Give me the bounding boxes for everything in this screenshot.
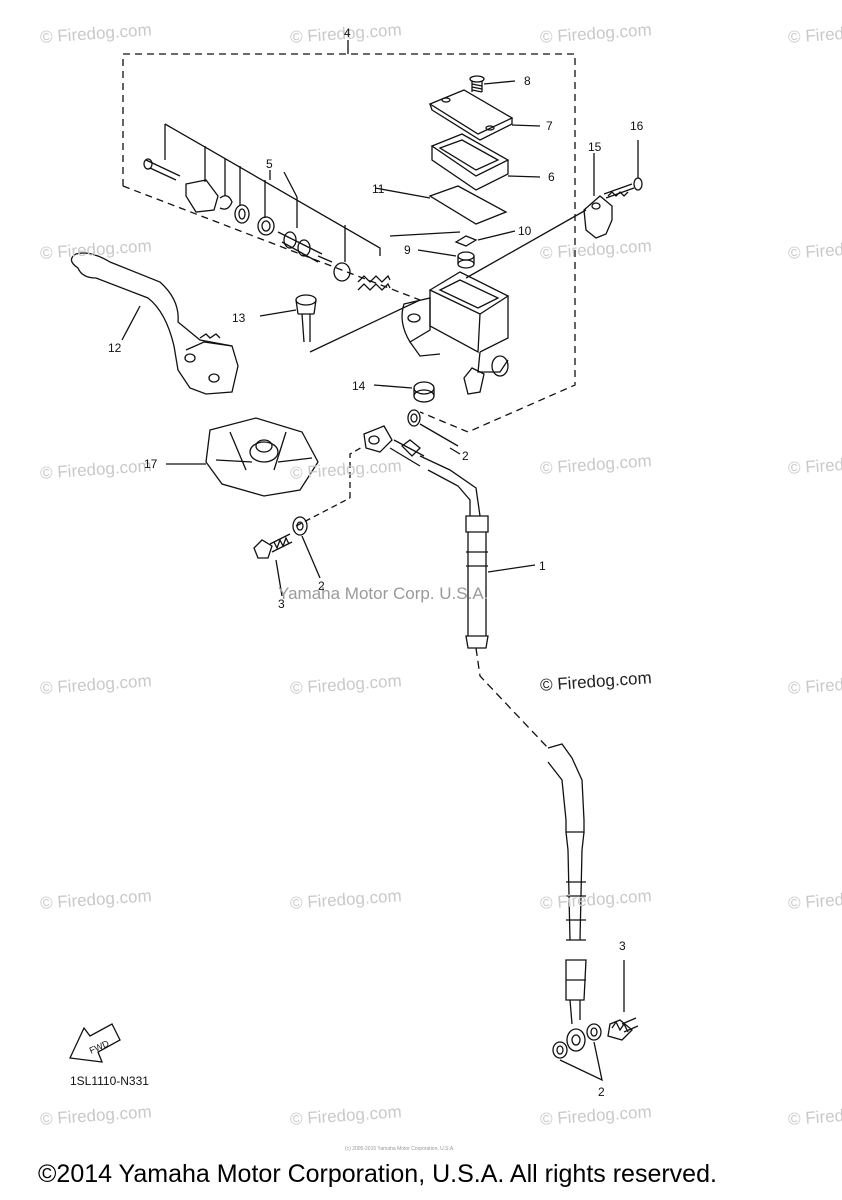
reservoir-cap (428, 89, 541, 141)
gasket-washer-upper (407, 409, 459, 447)
part-label-8: 8 (524, 74, 531, 88)
part-label-13: 13 (232, 311, 246, 325)
diaphragm (430, 133, 541, 191)
part-label-2: 2 (318, 579, 325, 593)
protector (454, 230, 516, 247)
bracket-bolt (603, 140, 643, 199)
brake-lever (70, 252, 239, 395)
collar (373, 381, 435, 403)
diaphragm-plate (374, 185, 508, 225)
brake-hose (295, 425, 587, 1052)
part-label-5: 5 (266, 157, 273, 171)
copyright-notice: ©2014 Yamaha Motor Corporation, U.S.A. A… (38, 1160, 717, 1188)
tiny-notice: (c) 2005-2015 Yamaha Motor Corporation, … (345, 1146, 455, 1152)
part-label-11: 11 (372, 182, 385, 196)
part-label-3: 3 (619, 939, 626, 953)
master-cylinder-body (401, 271, 510, 395)
piston-kit (143, 123, 391, 291)
lever-cover (166, 417, 319, 497)
part-label-2: 2 (598, 1085, 605, 1099)
pivot-bolt (259, 294, 421, 353)
part-label-6: 6 (548, 170, 555, 184)
part-label-10: 10 (518, 224, 532, 238)
union-bolt-upper (253, 533, 293, 597)
union-bolt-lower (607, 960, 639, 1041)
part-label-7: 7 (546, 119, 553, 133)
part-label-17: 17 (144, 457, 158, 471)
cap-screw (469, 75, 516, 93)
part-label-2: 2 (462, 449, 469, 463)
bracket (465, 153, 613, 279)
part-label-9: 9 (404, 243, 411, 257)
part-label-4: 4 (344, 26, 351, 40)
fwd-label: FWD (88, 1038, 111, 1056)
part-label-14: 14 (352, 379, 366, 393)
part-label-1: 1 (539, 559, 546, 573)
part-label-3: 3 (278, 597, 285, 611)
assembly-4-boundary (122, 53, 576, 433)
float (417, 249, 475, 269)
manufacturer-watermark: Yamaha Motor Corp. U.S.A. (278, 584, 489, 603)
part-label-15: 15 (588, 140, 602, 154)
diagram-code: 1SL1110-N331 (70, 1074, 149, 1088)
part-label-16: 16 (630, 119, 644, 133)
label-leaders (283, 171, 461, 455)
gasket-washer-caliper (552, 1023, 603, 1082)
fwd-arrow-icon (69, 1023, 121, 1063)
part-label-12: 12 (108, 341, 122, 355)
